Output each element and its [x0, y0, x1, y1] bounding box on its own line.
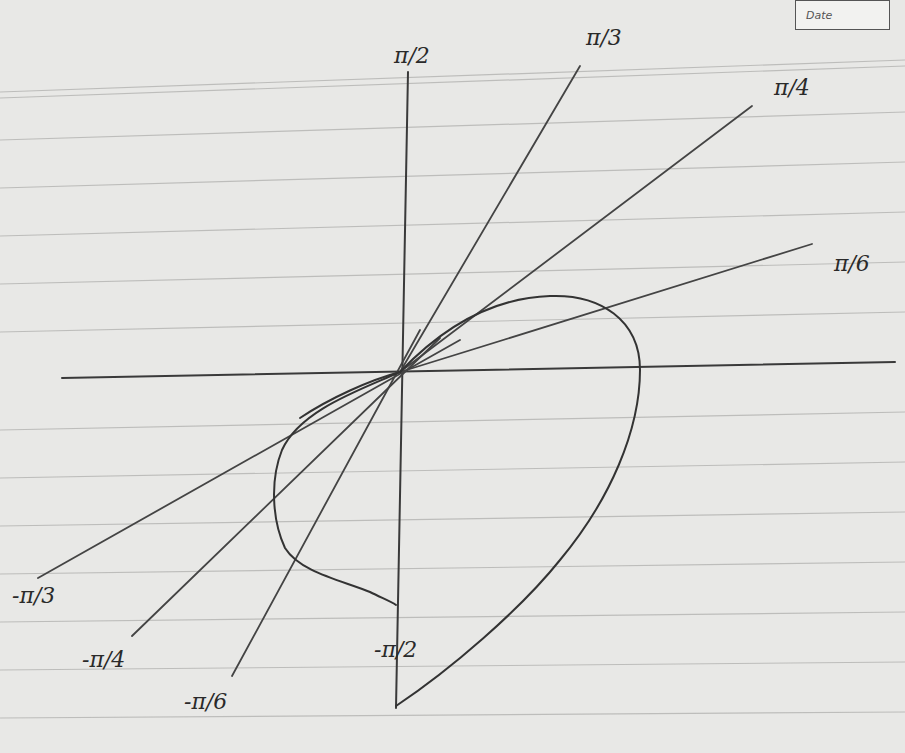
angle-label: π/6 — [832, 252, 872, 276]
angle-label: -π/4 — [80, 648, 127, 672]
angle-rays — [38, 66, 812, 676]
ruled-lines — [0, 60, 905, 718]
axes — [62, 72, 895, 708]
angle-label: -π/2 — [372, 638, 419, 662]
angle-label: π/4 — [772, 76, 812, 100]
angle-label: -π/6 — [182, 690, 229, 714]
box-text: Date — [806, 9, 832, 22]
angle-label: π/3 — [584, 26, 624, 50]
polar-curve — [274, 296, 640, 706]
date-box: Date — [795, 0, 890, 30]
angle-label: -π/3 — [10, 584, 57, 608]
angle-label: π/2 — [392, 44, 432, 68]
